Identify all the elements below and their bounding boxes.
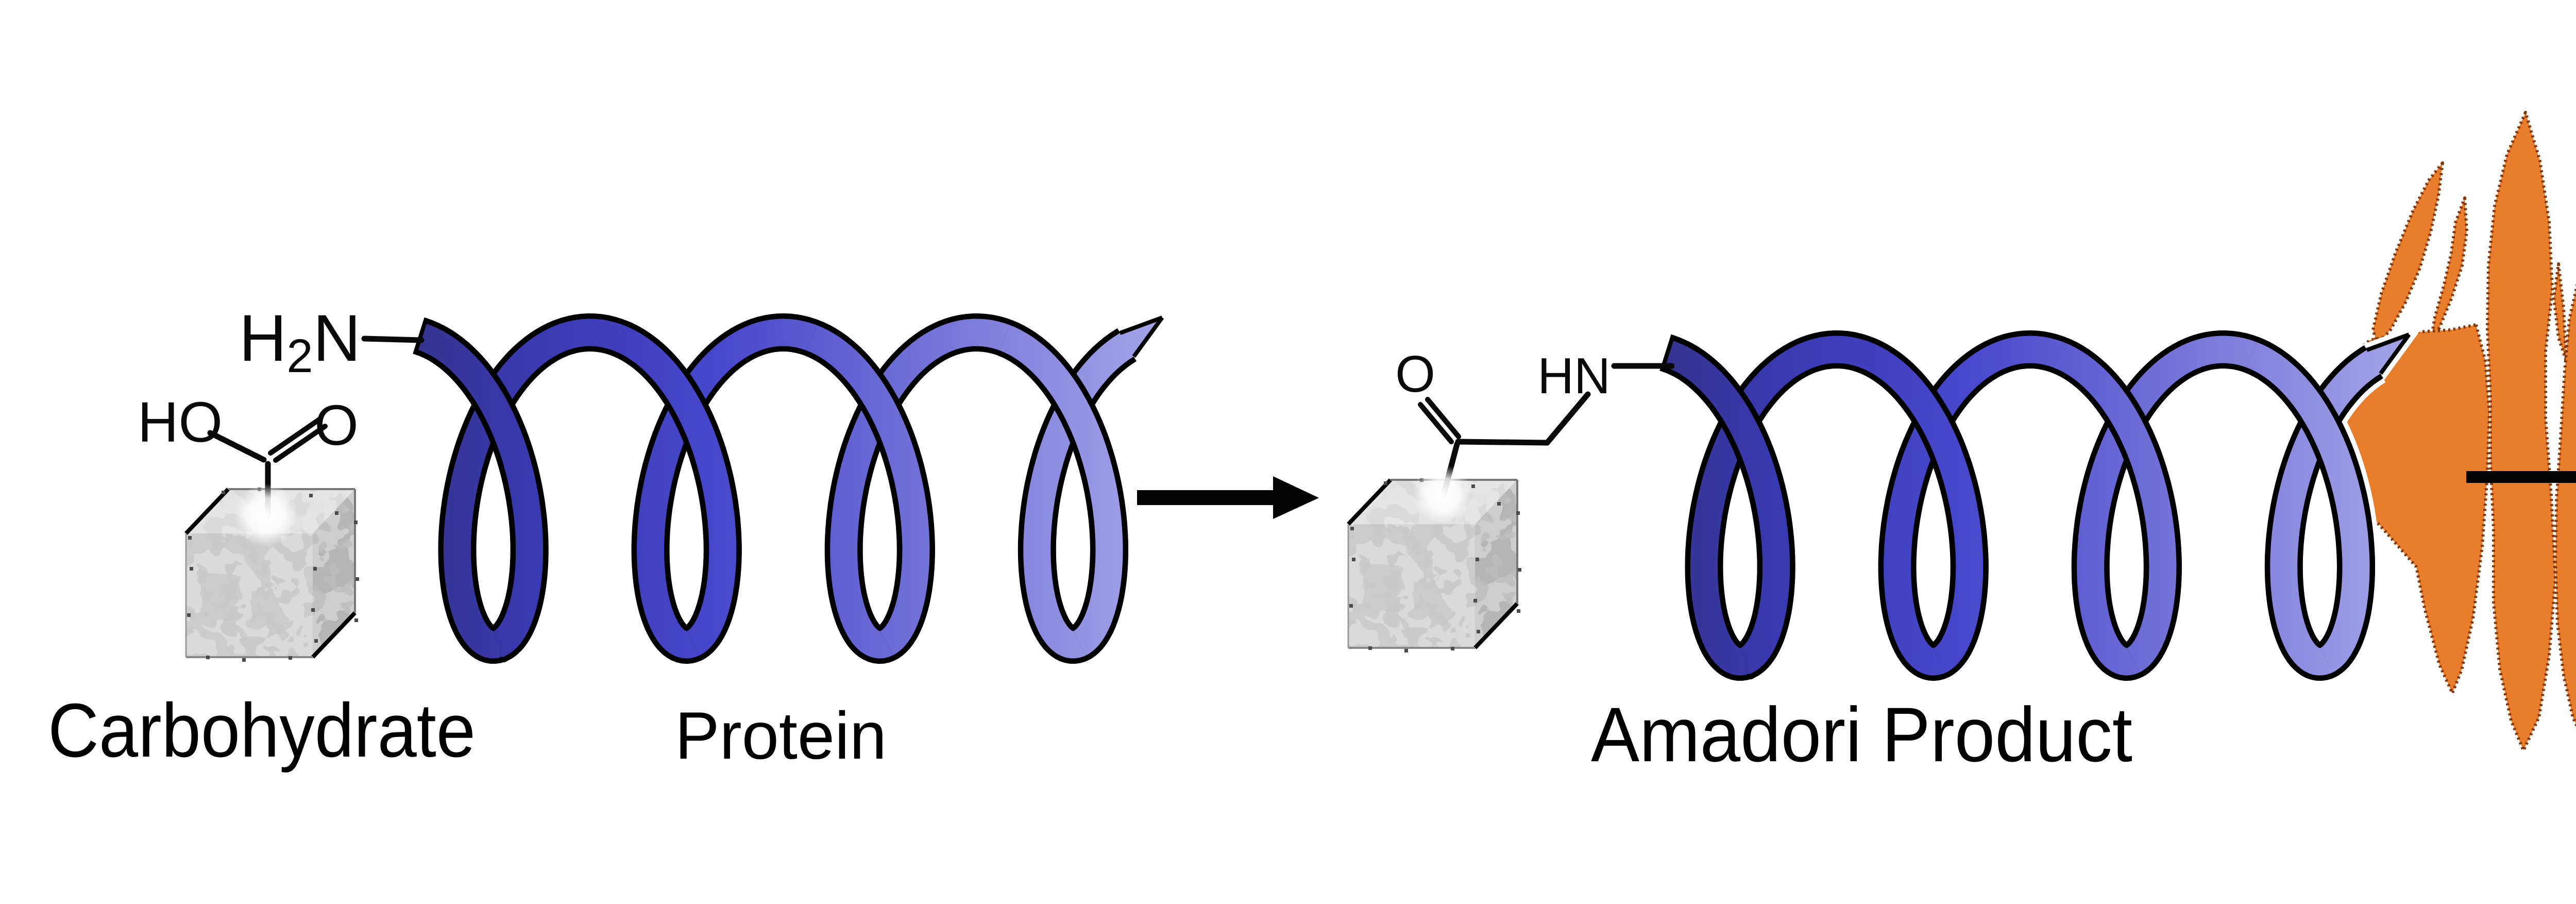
svg-text:H2N: H2N — [239, 302, 361, 382]
svg-text:Protein: Protein — [675, 698, 887, 773]
svg-text:Amadori Product: Amadori Product — [1591, 691, 2132, 778]
svg-text:Carbohydrate: Carbohydrate — [48, 688, 476, 773]
svg-text:HN: HN — [1537, 347, 1611, 404]
svg-text:HO: HO — [138, 391, 223, 454]
svg-text:O: O — [314, 394, 359, 457]
svg-text:O: O — [1395, 345, 1435, 403]
